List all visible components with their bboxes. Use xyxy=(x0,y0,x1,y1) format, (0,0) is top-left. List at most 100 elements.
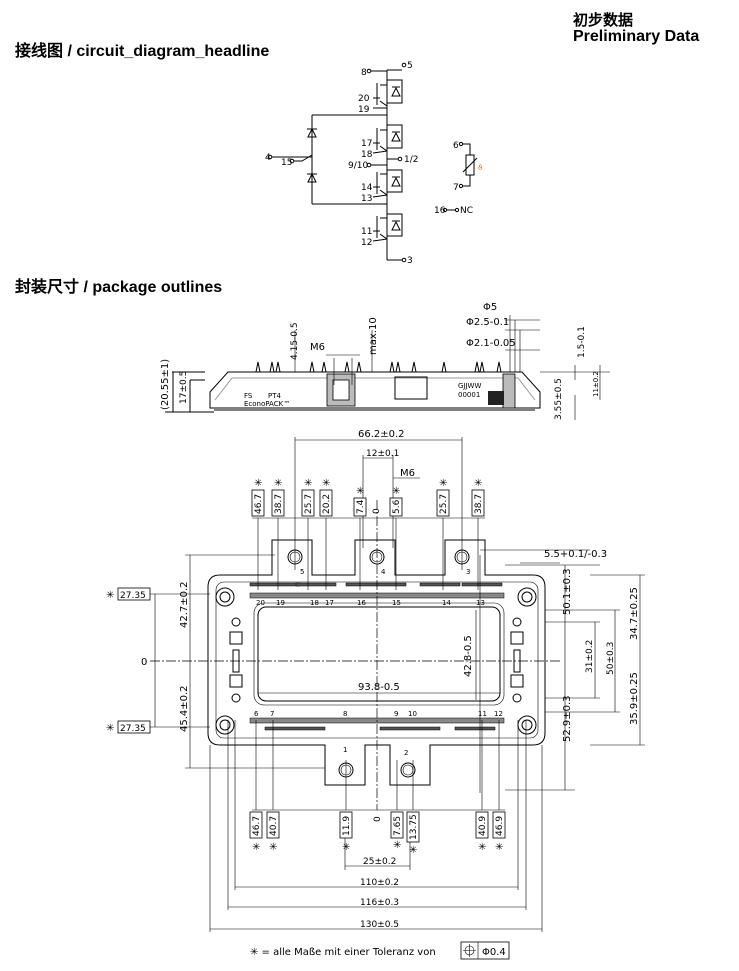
dim-label: 27.35 xyxy=(120,591,146,601)
dim-label: 0 xyxy=(141,657,147,668)
terminal-label: 3 xyxy=(466,568,470,576)
dim-label: 25.7 xyxy=(439,494,449,514)
pin-label: 16 xyxy=(434,206,446,216)
circuit-diagram: 8 5 20 19 17 18 1/2 9/10 14 13 11 12 3 4… xyxy=(265,61,482,266)
pin-label: 9/10 xyxy=(348,161,368,171)
dim-label: 25±0.2 xyxy=(363,857,396,867)
dim-label: M6 xyxy=(400,468,415,479)
pin-label: 3 xyxy=(407,256,413,266)
ntc-thermistor: 6 7 ϑ xyxy=(453,141,482,193)
marking-text: 00001 xyxy=(458,391,480,399)
title-en: Preliminary Data xyxy=(573,28,700,45)
tolerance-value: Φ0.4 xyxy=(482,947,506,958)
marking-text: PT4 xyxy=(268,392,281,400)
igbt-2 xyxy=(372,124,403,154)
terminal-label: 13 xyxy=(476,599,485,607)
igbt-3 xyxy=(372,169,403,198)
bottom-dimension-labels: 46.7✳ 40.7✳ 11.9✳ 0 7.65✳ 13.75✳ 40.9✳ 4… xyxy=(249,811,506,856)
dim-label: 116±0.3 xyxy=(360,898,399,908)
terminal-label: 2 xyxy=(404,749,408,757)
dim-label: 27.35 xyxy=(120,724,146,734)
dim-label: 0 xyxy=(372,508,382,514)
marking-text: EconoPACK™ xyxy=(244,400,290,408)
mounting-holes xyxy=(215,587,537,735)
dim-label: 42.8-0.5 xyxy=(463,635,474,677)
dim-label: 66.2±0.2 xyxy=(358,429,405,440)
dim-label: 35.9±0.25 xyxy=(629,672,640,725)
dim-label: 38.7 xyxy=(474,494,484,514)
dim-label: 17±0.5 xyxy=(179,371,189,404)
dim-label: 3.55±0.5 xyxy=(554,378,564,420)
dim-label: 52.9±0.3 xyxy=(562,695,573,742)
dim-label: 7.65 xyxy=(393,816,403,836)
terminal-label: 7 xyxy=(270,710,274,718)
pin-label: 19 xyxy=(358,105,370,115)
pin-label: 7 xyxy=(453,183,459,193)
terminal-label: 11 xyxy=(478,710,487,718)
dim-label: Φ2.1-0.05 xyxy=(466,338,516,349)
star-icon: ✳ xyxy=(392,486,400,497)
dim-label: 46.7 xyxy=(252,816,262,836)
marking-text: GJJWW xyxy=(458,382,481,390)
dim-label: 20.2 xyxy=(322,494,332,514)
dim-label: 11±0.2 xyxy=(592,371,600,397)
dim-label: 40.7 xyxy=(269,816,279,836)
dim-label: 13.75 xyxy=(409,814,419,840)
pin-label: NC xyxy=(460,206,473,216)
dim-label: 25.7 xyxy=(304,494,314,514)
dim-label: Φ5 xyxy=(483,302,497,313)
dim-label: 4.15-0.5 xyxy=(290,322,300,360)
dim-label: 130±0.5 xyxy=(360,920,399,930)
terminal-label: 14 xyxy=(442,599,451,607)
terminal-label: 20 xyxy=(256,599,265,607)
dim-label: 42.7±0.2 xyxy=(179,581,190,628)
terminal-label: 6 xyxy=(254,710,259,718)
star-icon: ✳ xyxy=(252,842,260,853)
terminal-labels: 5 4 3 1 2 20 19 18 17 16 15 14 13 6 7 8 … xyxy=(254,568,503,757)
top-view: ✳ 46.7 ✳ 38.7 ✳ 25.7 ✳ 20.2 ✳ 7.4 0 ✳ 5.6 ✳ 25.… xyxy=(106,429,645,932)
terminal-label: 1 xyxy=(343,746,347,754)
terminal-label: 4 xyxy=(381,568,386,576)
dim-label: 11.9 xyxy=(342,816,352,836)
star-icon: ✳ xyxy=(356,486,364,497)
star-icon: ✳ xyxy=(393,840,401,851)
pin-label: 18 xyxy=(361,150,373,160)
dim-label: 12±0.1 xyxy=(366,449,399,459)
terminal-label: 10 xyxy=(408,710,417,718)
pin-label: 1/2 xyxy=(404,155,418,165)
pin-label: 20 xyxy=(358,94,370,104)
dim-label: 50.1±0.3 xyxy=(562,568,573,615)
pin-label: 5 xyxy=(407,61,413,71)
dim-label: 5.6 xyxy=(392,499,402,514)
terminal-label: 16 xyxy=(357,599,366,607)
pin-label: 13 xyxy=(361,194,372,204)
dim-label: 1.5-0.1 xyxy=(577,326,587,358)
side-view: (20.55±1) 17±0.5 4.15-0.5 M6 max.10 Φ5 Φ… xyxy=(160,302,610,420)
star-icon: ✳ xyxy=(304,478,312,489)
star-icon: ✳ xyxy=(478,842,486,853)
dim-label: 50±0.3 xyxy=(606,642,616,675)
terminal-label: 18 xyxy=(310,599,319,607)
dim-label: Φ2.5-0.1 xyxy=(466,317,509,328)
circuit-diagram-heading: 接线图 / circuit_diagram_headline xyxy=(15,43,270,60)
dim-label: M6 xyxy=(310,342,325,353)
dim-label: 46.9 xyxy=(495,816,505,836)
star-icon: ✳ xyxy=(106,590,114,601)
top-dimension-labels: ✳46.7 ✳38.7 ✳25.7 ✳20.2 ✳7.4 0 ✳5.6 ✳25.… xyxy=(251,478,485,517)
dim-label: 93.8-0.5 xyxy=(358,682,400,693)
dim-label: 34.7±0.25 xyxy=(629,587,640,640)
terminal-label: 17 xyxy=(325,599,334,607)
dim-label: 7.4 xyxy=(356,499,366,514)
dim-label: 40.9 xyxy=(478,816,488,836)
ntc-symbol: ϑ xyxy=(478,164,482,172)
pin-label: 11 xyxy=(361,227,372,237)
dim-label: max.10 xyxy=(368,317,379,355)
terminal-label: 12 xyxy=(494,710,503,718)
pin-label: 14 xyxy=(361,183,373,193)
dim-label: 46.7 xyxy=(254,494,264,514)
dim-label: 31±0.2 xyxy=(585,640,595,673)
tolerance-footnote: ✳ = alle Maße mit einer Toleranz von Φ0.… xyxy=(250,941,510,960)
title-cn: 初步数据 xyxy=(573,12,634,29)
terminal-label: 15 xyxy=(392,599,401,607)
